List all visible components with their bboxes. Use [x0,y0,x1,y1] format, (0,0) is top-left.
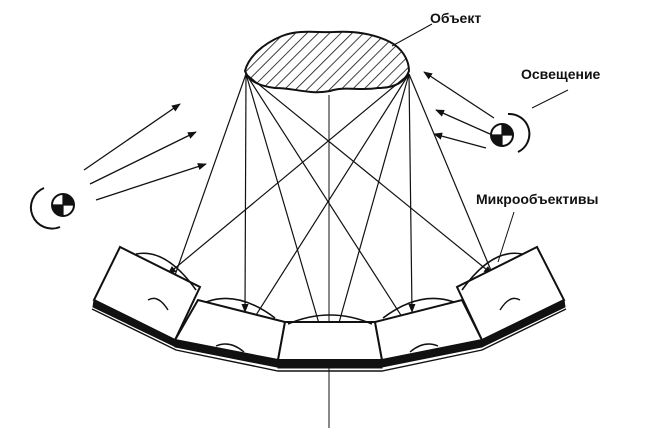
microlens-unit [373,297,484,368]
ray [408,73,506,305]
microlens-unit [455,245,566,348]
object-section [243,30,411,94]
microlens-unit [92,245,202,348]
ray [245,73,414,335]
object-leader-line [391,23,433,47]
microlens-array [91,245,567,372]
ray [245,73,327,345]
ray [243,73,410,335]
microlenses-label: Микрообъективы [476,191,599,207]
illumination-rays-left [83,103,207,201]
ray [167,73,410,275]
microlens-unit [173,297,287,368]
ray [408,73,416,313]
illumination-leader-line [531,89,569,109]
light-source-icon [29,187,75,230]
illumination-label: Освещение [521,66,601,82]
light-source-icon [490,112,531,153]
object-label: Объект [430,10,482,26]
microlens-unit [276,314,384,369]
ray [241,73,249,313]
image-rays [161,73,506,345]
illumination-rays-right [423,71,495,149]
ray [245,73,493,275]
microlenses-leader-line [497,211,515,263]
ray [331,73,410,345]
